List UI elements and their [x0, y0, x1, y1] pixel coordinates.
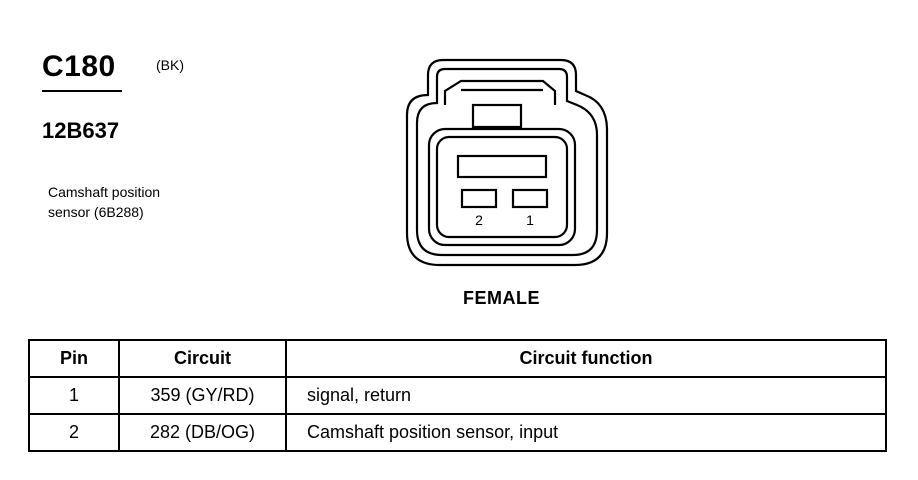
cell-circuit: 282 (DB/OG): [118, 413, 287, 452]
description-line-1: Camshaft position: [48, 184, 161, 200]
keyway-slot: [456, 154, 548, 179]
color-code: (BK): [156, 57, 184, 73]
connector-id-underline: [42, 90, 122, 92]
cell-function: signal, return: [285, 376, 887, 415]
latch: [443, 79, 557, 105]
pin-face-inner: [435, 135, 569, 239]
connector-outer-shell: [405, 58, 609, 267]
cell-circuit: 359 (GY/RD): [118, 376, 287, 415]
pin-1-cavity: [511, 188, 549, 209]
cell-pin: 1: [28, 376, 120, 415]
pin-2-cavity: [460, 188, 498, 209]
header-circuit: Circuit: [118, 339, 287, 378]
connector-id: C180: [42, 50, 116, 83]
table-header-row: Pin Circuit Circuit function: [28, 339, 887, 378]
pin-face-outer: [427, 127, 577, 247]
cell-function: Camshaft position sensor, input: [285, 413, 887, 452]
table-row: 2 282 (DB/OG) Camshaft position sensor, …: [28, 413, 887, 452]
table-row: 1 359 (GY/RD) signal, return: [28, 376, 887, 415]
part-number: 12B637: [42, 118, 120, 143]
connector-face-diagram: 2 1: [405, 58, 609, 267]
component-description: Camshaft position sensor (6B288): [48, 182, 160, 222]
cell-pin: 2: [28, 413, 120, 452]
pin-1-label: 1: [526, 212, 534, 228]
view-label: FEMALE: [463, 288, 540, 308]
latch-window: [471, 103, 523, 129]
header-circuit-function: Circuit function: [285, 339, 887, 378]
connector-inner-shell: [415, 67, 599, 257]
pin-2-label: 2: [475, 212, 483, 228]
pin-table: Pin Circuit Circuit function 1 359 (GY/R…: [28, 339, 887, 452]
description-line-2: sensor (6B288): [48, 204, 144, 220]
header-pin: Pin: [28, 339, 120, 378]
